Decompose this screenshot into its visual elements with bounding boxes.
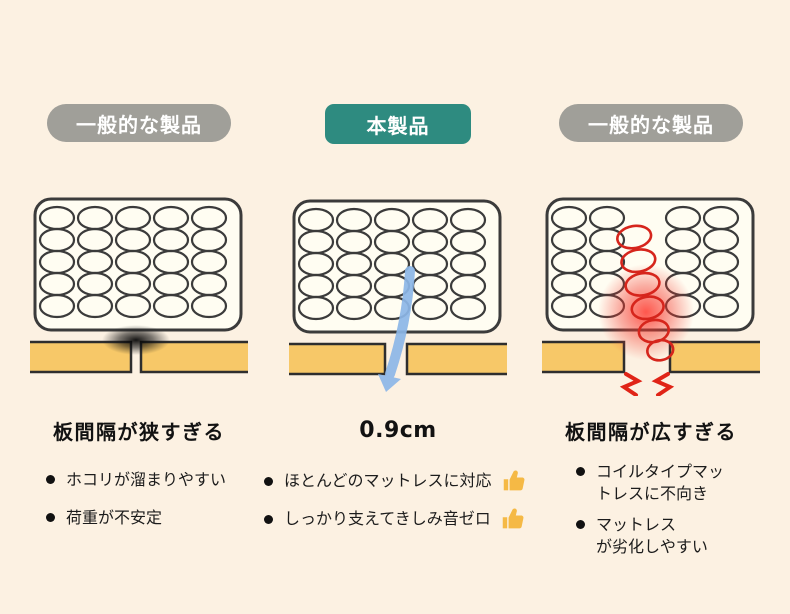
bed-slats-wide: [542, 340, 760, 374]
badge-product: 本製品: [325, 104, 471, 144]
bullet-dot-icon: [264, 514, 273, 524]
column-this-product: 本製品: [258, 104, 538, 533]
list-item: しっかり支えてきしみ音ゼロ: [264, 505, 530, 533]
list-item: 荷重が不安定: [46, 507, 226, 529]
list-item: マットレス が劣化しやすい: [576, 514, 724, 557]
badge-generic-right: 一般的な製品: [559, 104, 743, 142]
mattress-illustration-wide-gap: [542, 197, 760, 396]
bullet-dot-icon: [576, 467, 585, 476]
mattress-outline: [292, 199, 502, 334]
list-item: コイルタイプマッ トレスに不向き: [576, 461, 724, 504]
bullet-label: 荷重が不安定: [66, 507, 163, 527]
thumbs-up-icon: [502, 508, 524, 529]
bullet-list: ホコリが溜まりやすい 荷重が不安定: [46, 469, 226, 528]
headline-gap-size: 0.9cm: [359, 418, 437, 443]
column-wide-slats: 一般的な製品: [540, 104, 762, 557]
bullet-dot-icon: [46, 475, 55, 484]
mattress-outline: [33, 197, 243, 332]
bed-slats-ideal: [289, 342, 507, 376]
bullet-label: ホコリが溜まりやすい: [66, 470, 227, 489]
dust-smudge-icon: [102, 325, 170, 355]
bullet-label: マットレス が劣化しやすい: [596, 515, 708, 556]
headline-wide: 板間隔が広すぎる: [565, 420, 737, 444]
column-narrow-slats: 一般的な製品: [28, 104, 250, 528]
bullet-dot-icon: [264, 476, 273, 486]
headline-narrow: 板間隔が狭すぎる: [53, 420, 225, 444]
down-arrow-icon: [378, 266, 415, 392]
bullet-list: コイルタイプマッ トレスに不向き マットレス が劣化しやすい: [576, 461, 724, 557]
bullet-list: ほとんどのマットレスに対応 しっかり支えてきしみ音ゼロ: [264, 467, 530, 533]
bullet-label: コイルタイプマッ トレスに不向き: [596, 462, 725, 503]
bullet-dot-icon: [576, 520, 585, 530]
mattress-illustration-product-gap: [289, 199, 507, 392]
list-item: ほとんどのマットレスに対応: [264, 467, 530, 495]
thumbs-up-icon: [503, 470, 524, 491]
bullet-label: しっかり支えてきしみ音ゼロ: [284, 509, 491, 529]
list-item: ホコリが溜まりやすい: [46, 469, 226, 491]
mattress-illustration-narrow-gap: [30, 197, 248, 374]
damaged-coil-icon: [616, 224, 675, 362]
bullet-label: ほとんどのマットレスに対応: [284, 471, 492, 491]
pressure-glow: [598, 264, 694, 360]
crack-marks-icon: [619, 372, 675, 396]
badge-generic-left: 一般的な製品: [47, 104, 231, 142]
bullet-dot-icon: [46, 512, 55, 522]
